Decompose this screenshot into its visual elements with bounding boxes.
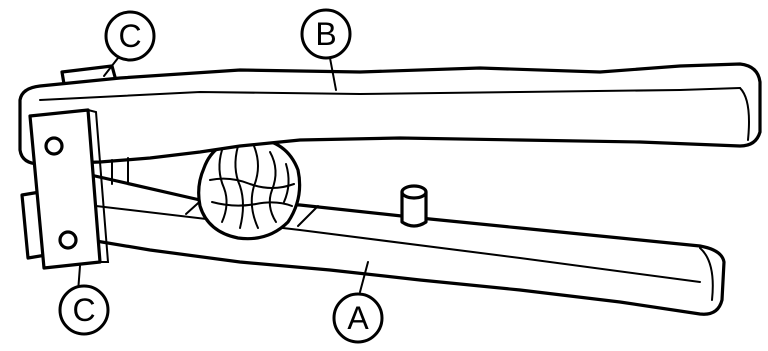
- lower-arm: [68, 173, 726, 316]
- label-c-bottom: C: [58, 284, 110, 336]
- hinge-rivet-bottom: [58, 230, 78, 250]
- label-b-text: B: [315, 16, 336, 52]
- label-b: B: [300, 8, 352, 60]
- hinge-rivet-top: [44, 136, 64, 156]
- peg: [400, 184, 428, 228]
- walnut: [197, 136, 302, 241]
- label-c-top: C: [104, 10, 156, 62]
- hinge-plate: [28, 108, 110, 270]
- upper-arm: [18, 62, 762, 185]
- label-a: A: [332, 292, 384, 344]
- label-a-text: A: [347, 300, 369, 336]
- label-c-top-text: C: [118, 18, 141, 54]
- label-c-bottom-text: C: [72, 292, 95, 328]
